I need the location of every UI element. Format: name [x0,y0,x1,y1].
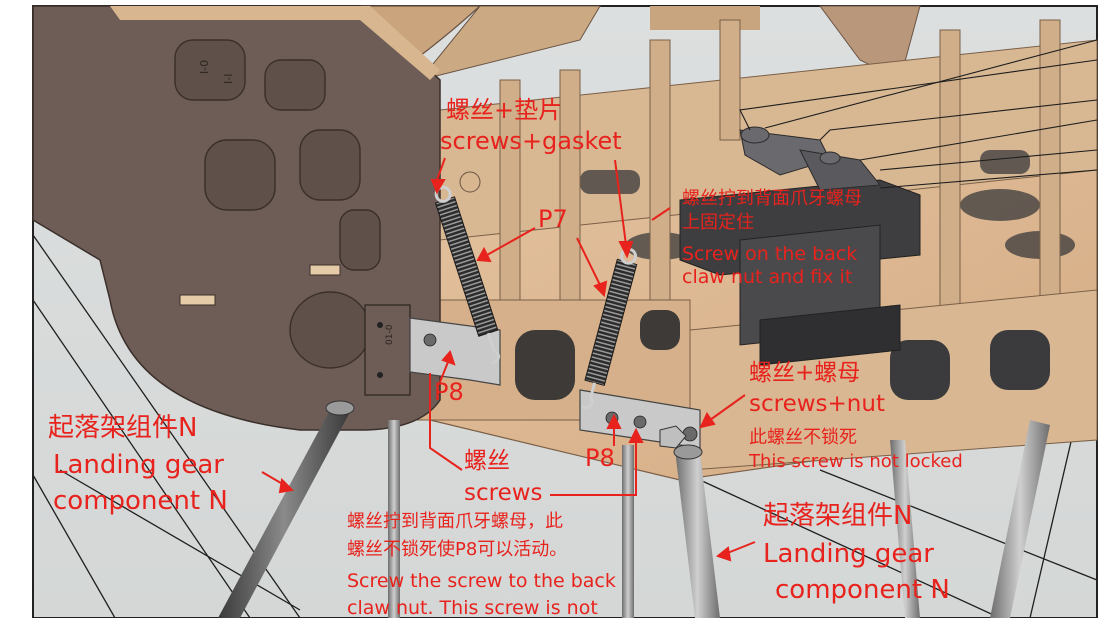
label-p8-center: P8 [585,444,615,472]
pin-mark-1: I-0 [198,60,211,74]
leader-arrows [261,157,756,562]
label-gear-left-en-1: Landing gear [53,450,224,480]
label-screws-nut-cn: 螺丝+螺母 [749,360,861,386]
label-gear-right-en-1: Landing gear [763,539,934,569]
springs [434,185,638,409]
pin-mark-3: 01-0 [385,324,395,345]
label-gear-left-en-2: component N [53,486,228,516]
label-screws-gasket-cn: 螺丝+垫片 [446,96,563,124]
label-back-claw-cn-1: 螺丝拧到背面爪牙螺母 [682,188,862,209]
label-back-claw-en-1: Screw on the back [682,243,858,265]
label-screws-en: screws [464,480,543,506]
label-back-claw-en-2: claw nut and fix it [682,266,853,288]
pin-tabs: I-0 I-I [198,60,235,84]
label-not-locked-cn: 此螺丝不锁死 [749,427,857,448]
pin-mark-2: I-I [222,74,235,84]
label-p7: P7 [538,205,568,233]
label-bottom-cn-2: 螺丝不锁死使P8可以活动。 [347,539,568,560]
label-gear-right-cn: 起落架组件N [763,501,913,531]
label-bottom-cn-1: 螺丝拧到背面爪牙螺母，此 [347,511,563,532]
label-screws-cn: 螺丝 [464,448,510,474]
label-not-locked-en: This screw is not locked [749,451,963,472]
label-back-claw-cn-2: 上固定住 [682,212,754,233]
landing-gear-struts [218,410,1050,618]
label-bottom-en-2: claw nut. This screw is not [347,597,598,619]
label-screws-nut-en: screws+nut [749,391,885,417]
label-gear-right-en-2: component N [775,575,950,605]
label-p8-left: P8 [434,378,464,406]
label-gear-left-cn: 起落架组件N [48,413,198,443]
label-screws-gasket-en: screws+gasket [440,127,622,155]
label-bottom-en-1: Screw the screw to the back [347,570,616,592]
